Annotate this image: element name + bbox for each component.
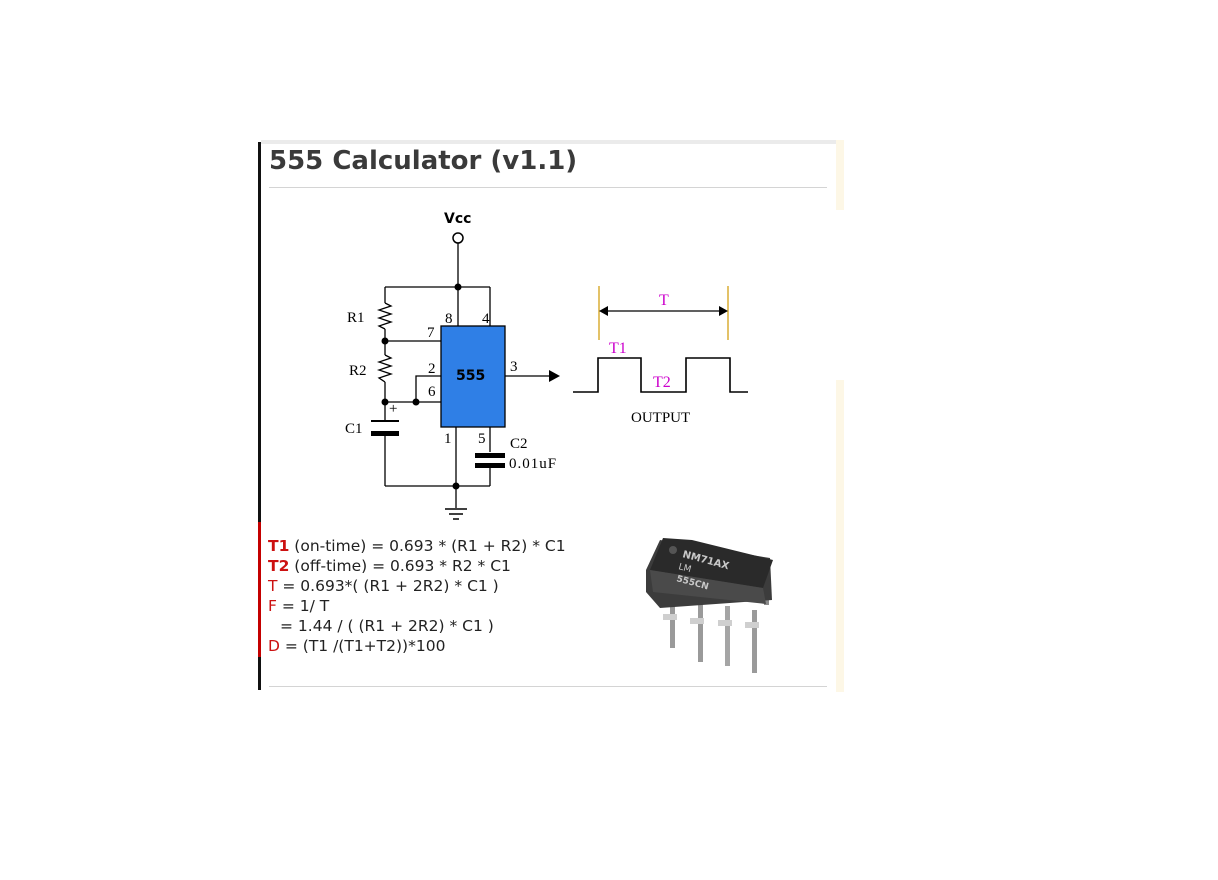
ic-pad-1 (663, 614, 677, 620)
chip-label: 555 (456, 368, 485, 384)
pin2-wire (415, 375, 441, 402)
formula-list: T1 (on-time) = 0.693 * (R1 + R2) * C1 T2… (268, 536, 566, 656)
output-waveform (573, 357, 748, 393)
ic-body-top (650, 538, 773, 588)
ic-chip-photo: NM71AX LM 555CN (646, 538, 773, 673)
c2-label: C2 (510, 436, 528, 452)
c2-value: 0.01uF (509, 456, 557, 472)
ic-leg-2 (698, 602, 703, 662)
formula-t: T = 0.693*( (R1 + 2R2) * C1 ) (268, 576, 566, 596)
formula-symbol: T (268, 577, 278, 595)
vcc-label: Vcc (444, 211, 471, 227)
vcc-junction (454, 283, 462, 291)
formula-symbol: T2 (268, 557, 290, 575)
page-title: 555 Calculator (v1.1) (269, 146, 578, 176)
period-arrow-left-head (599, 306, 608, 316)
pin-8-label: 8 (445, 311, 453, 327)
right-border-strip (836, 140, 844, 692)
ic-leg-3 (725, 606, 730, 666)
t1-label: T1 (609, 340, 627, 357)
right-border-gap (836, 210, 844, 380)
formula-text: = 1/ T (276, 597, 330, 615)
ic-leg-4 (752, 610, 757, 673)
r1-resistor (376, 302, 394, 330)
t2-label: T2 (653, 374, 671, 391)
left-border-highlight (258, 522, 261, 657)
ic-notch (669, 546, 677, 554)
chip-555-body (440, 325, 506, 428)
top-border (261, 140, 844, 144)
formula-symbol: F (268, 597, 277, 615)
ic-pad-4 (745, 622, 759, 628)
c1-label: C1 (345, 421, 363, 437)
circuit-schematic: Vcc + (345, 211, 773, 673)
pin-6-label: 6 (428, 384, 436, 400)
formula-t1: T1 (on-time) = 0.693 * (R1 + R2) * C1 (268, 536, 566, 556)
formula-text: (off-time) = 0.693 * R2 * C1 (289, 557, 511, 575)
output-label: OUTPUT (631, 410, 690, 426)
formula-symbol: D (268, 637, 280, 655)
c1-plate-bottom (371, 431, 399, 436)
bottom-separator (269, 686, 827, 687)
ic-pad-3 (718, 620, 732, 626)
formula-text: = 1.44 / ( (R1 + 2R2) * C1 ) (280, 617, 494, 635)
ic-body-front (650, 570, 766, 604)
pin-7-label: 7 (427, 325, 435, 341)
calculator-panel: 555 Calculator (v1.1) Vcc + (258, 140, 844, 692)
left-border (258, 142, 261, 690)
vcc-terminal (452, 232, 464, 244)
c1-plus-sign: + (389, 401, 397, 417)
formula-f-alt: = 1.44 / ( (R1 + 2R2) * C1 ) (268, 616, 566, 636)
r1-label: R1 (347, 310, 365, 326)
period-arrow-right-head (719, 306, 728, 316)
formula-d: D = (T1 /(T1+T2))*100 (268, 636, 566, 656)
r2-label: R2 (349, 363, 367, 379)
c2-plate-bottom (475, 463, 505, 468)
period-label: T (659, 292, 669, 309)
pin-4-label: 4 (482, 311, 490, 327)
title-separator (269, 187, 827, 188)
pin-3-label: 3 (510, 359, 518, 375)
formula-text: = 0.693*( (R1 + 2R2) * C1 ) (277, 577, 499, 595)
formula-t2: T2 (off-time) = 0.693 * R2 * C1 (268, 556, 566, 576)
ic-marking-line2: LM (677, 562, 692, 575)
formula-symbol: T1 (268, 537, 290, 555)
pin-5-label: 5 (478, 431, 486, 447)
pin-2-label: 2 (428, 361, 436, 377)
pin-1-label: 1 (444, 431, 452, 447)
r2-resistor (376, 354, 394, 383)
formula-f: F = 1/ T (268, 596, 566, 616)
ic-pad-2 (690, 618, 704, 624)
formula-text: = (T1 /(T1+T2))*100 (279, 637, 446, 655)
output-arrow-head (549, 370, 560, 382)
formula-text: (on-time) = 0.693 * (R1 + R2) * C1 (289, 537, 566, 555)
c2-plate-top (475, 453, 505, 458)
